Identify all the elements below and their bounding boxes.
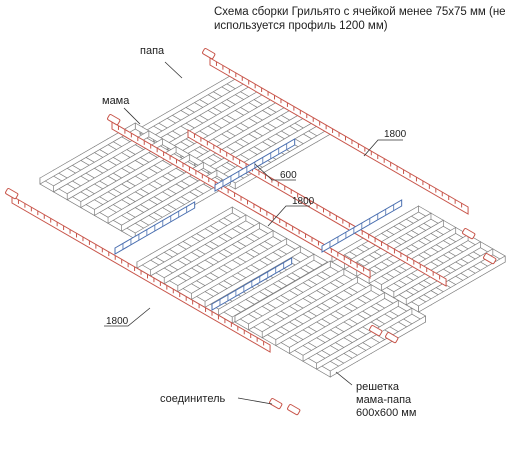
grid-blade (191, 237, 288, 301)
connector-tab (107, 114, 121, 126)
grid-blade (204, 245, 301, 308)
grid-blade (356, 219, 444, 277)
grid-blade (261, 276, 358, 339)
grid-blade (177, 229, 274, 293)
profile-left (11, 195, 271, 353)
grid-blade (53, 130, 150, 193)
leader-connector (237, 397, 273, 405)
grid-blade (302, 299, 399, 362)
grid-blade (368, 226, 457, 285)
label-mama: мама (102, 95, 130, 107)
grid-blade (163, 222, 260, 285)
label-1800-mid: 1800 (292, 196, 315, 207)
leader-1800-left (104, 307, 151, 327)
profile-600-left (114, 201, 196, 255)
grid-blade (136, 206, 233, 269)
grid-blade (150, 214, 247, 277)
label-grid-2: мама-папа (356, 394, 412, 406)
grid-blade (39, 122, 136, 185)
profile-600-top (214, 138, 296, 192)
label-connector: соединитель (160, 393, 225, 405)
connector-tab (462, 228, 476, 240)
connector-tab (287, 404, 301, 416)
grid-blade (80, 145, 177, 209)
label-grid-3: 600х600 мм (356, 407, 416, 419)
title-line-2: используется профиль 1200 мм) (214, 20, 388, 32)
callouts: папа мама 1800 1800 1800 600 соединитель… (102, 45, 416, 419)
grid-blade (234, 260, 331, 323)
label-papa: папа (140, 45, 165, 57)
grid-blade (107, 161, 204, 224)
grid-blade (66, 138, 163, 201)
connector-tab (385, 332, 399, 344)
leader-600 (254, 163, 296, 181)
connector-tab (202, 48, 216, 60)
grid-blade (418, 255, 506, 313)
profile-mama (111, 121, 371, 279)
profile-papa-top (209, 57, 469, 215)
label-1800-left: 1800 (106, 316, 129, 327)
grid-blade (393, 241, 481, 299)
grid-blade (316, 307, 413, 370)
grid-blade (405, 248, 494, 306)
profile-600-right (321, 199, 403, 253)
grid-blade (381, 233, 469, 292)
title-line-1: Схема сборки Грильято с ячейкой менее 75… (214, 6, 506, 18)
connector-tab (483, 253, 497, 265)
grid-blade (331, 205, 419, 263)
grid-blade (121, 169, 218, 232)
grid-blade (248, 268, 345, 331)
connector-tab (5, 188, 19, 200)
connector-tab (269, 398, 283, 410)
diagram-title: Схема сборки Грильято с ячейкой менее 75… (214, 5, 506, 33)
leader-mama (123, 107, 141, 125)
grid-blade (275, 283, 372, 347)
label-grid-1: решетка (356, 381, 400, 393)
grid-panel-bottom (234, 260, 426, 378)
grid-blade (218, 253, 315, 316)
leader-papa (164, 61, 183, 79)
connector-tab (369, 325, 383, 337)
grid-blade (344, 212, 432, 270)
grid-blade (289, 291, 386, 355)
label-1800-right: 1800 (384, 129, 407, 140)
profile-600-mid (211, 257, 293, 311)
label-600: 600 (280, 170, 297, 181)
grid-blade (329, 315, 426, 378)
leader-1800-mid (267, 205, 310, 227)
grid-blade (94, 153, 191, 217)
leader-1800-right (363, 139, 403, 157)
profiles (5, 48, 497, 416)
leader-grid (335, 371, 353, 386)
